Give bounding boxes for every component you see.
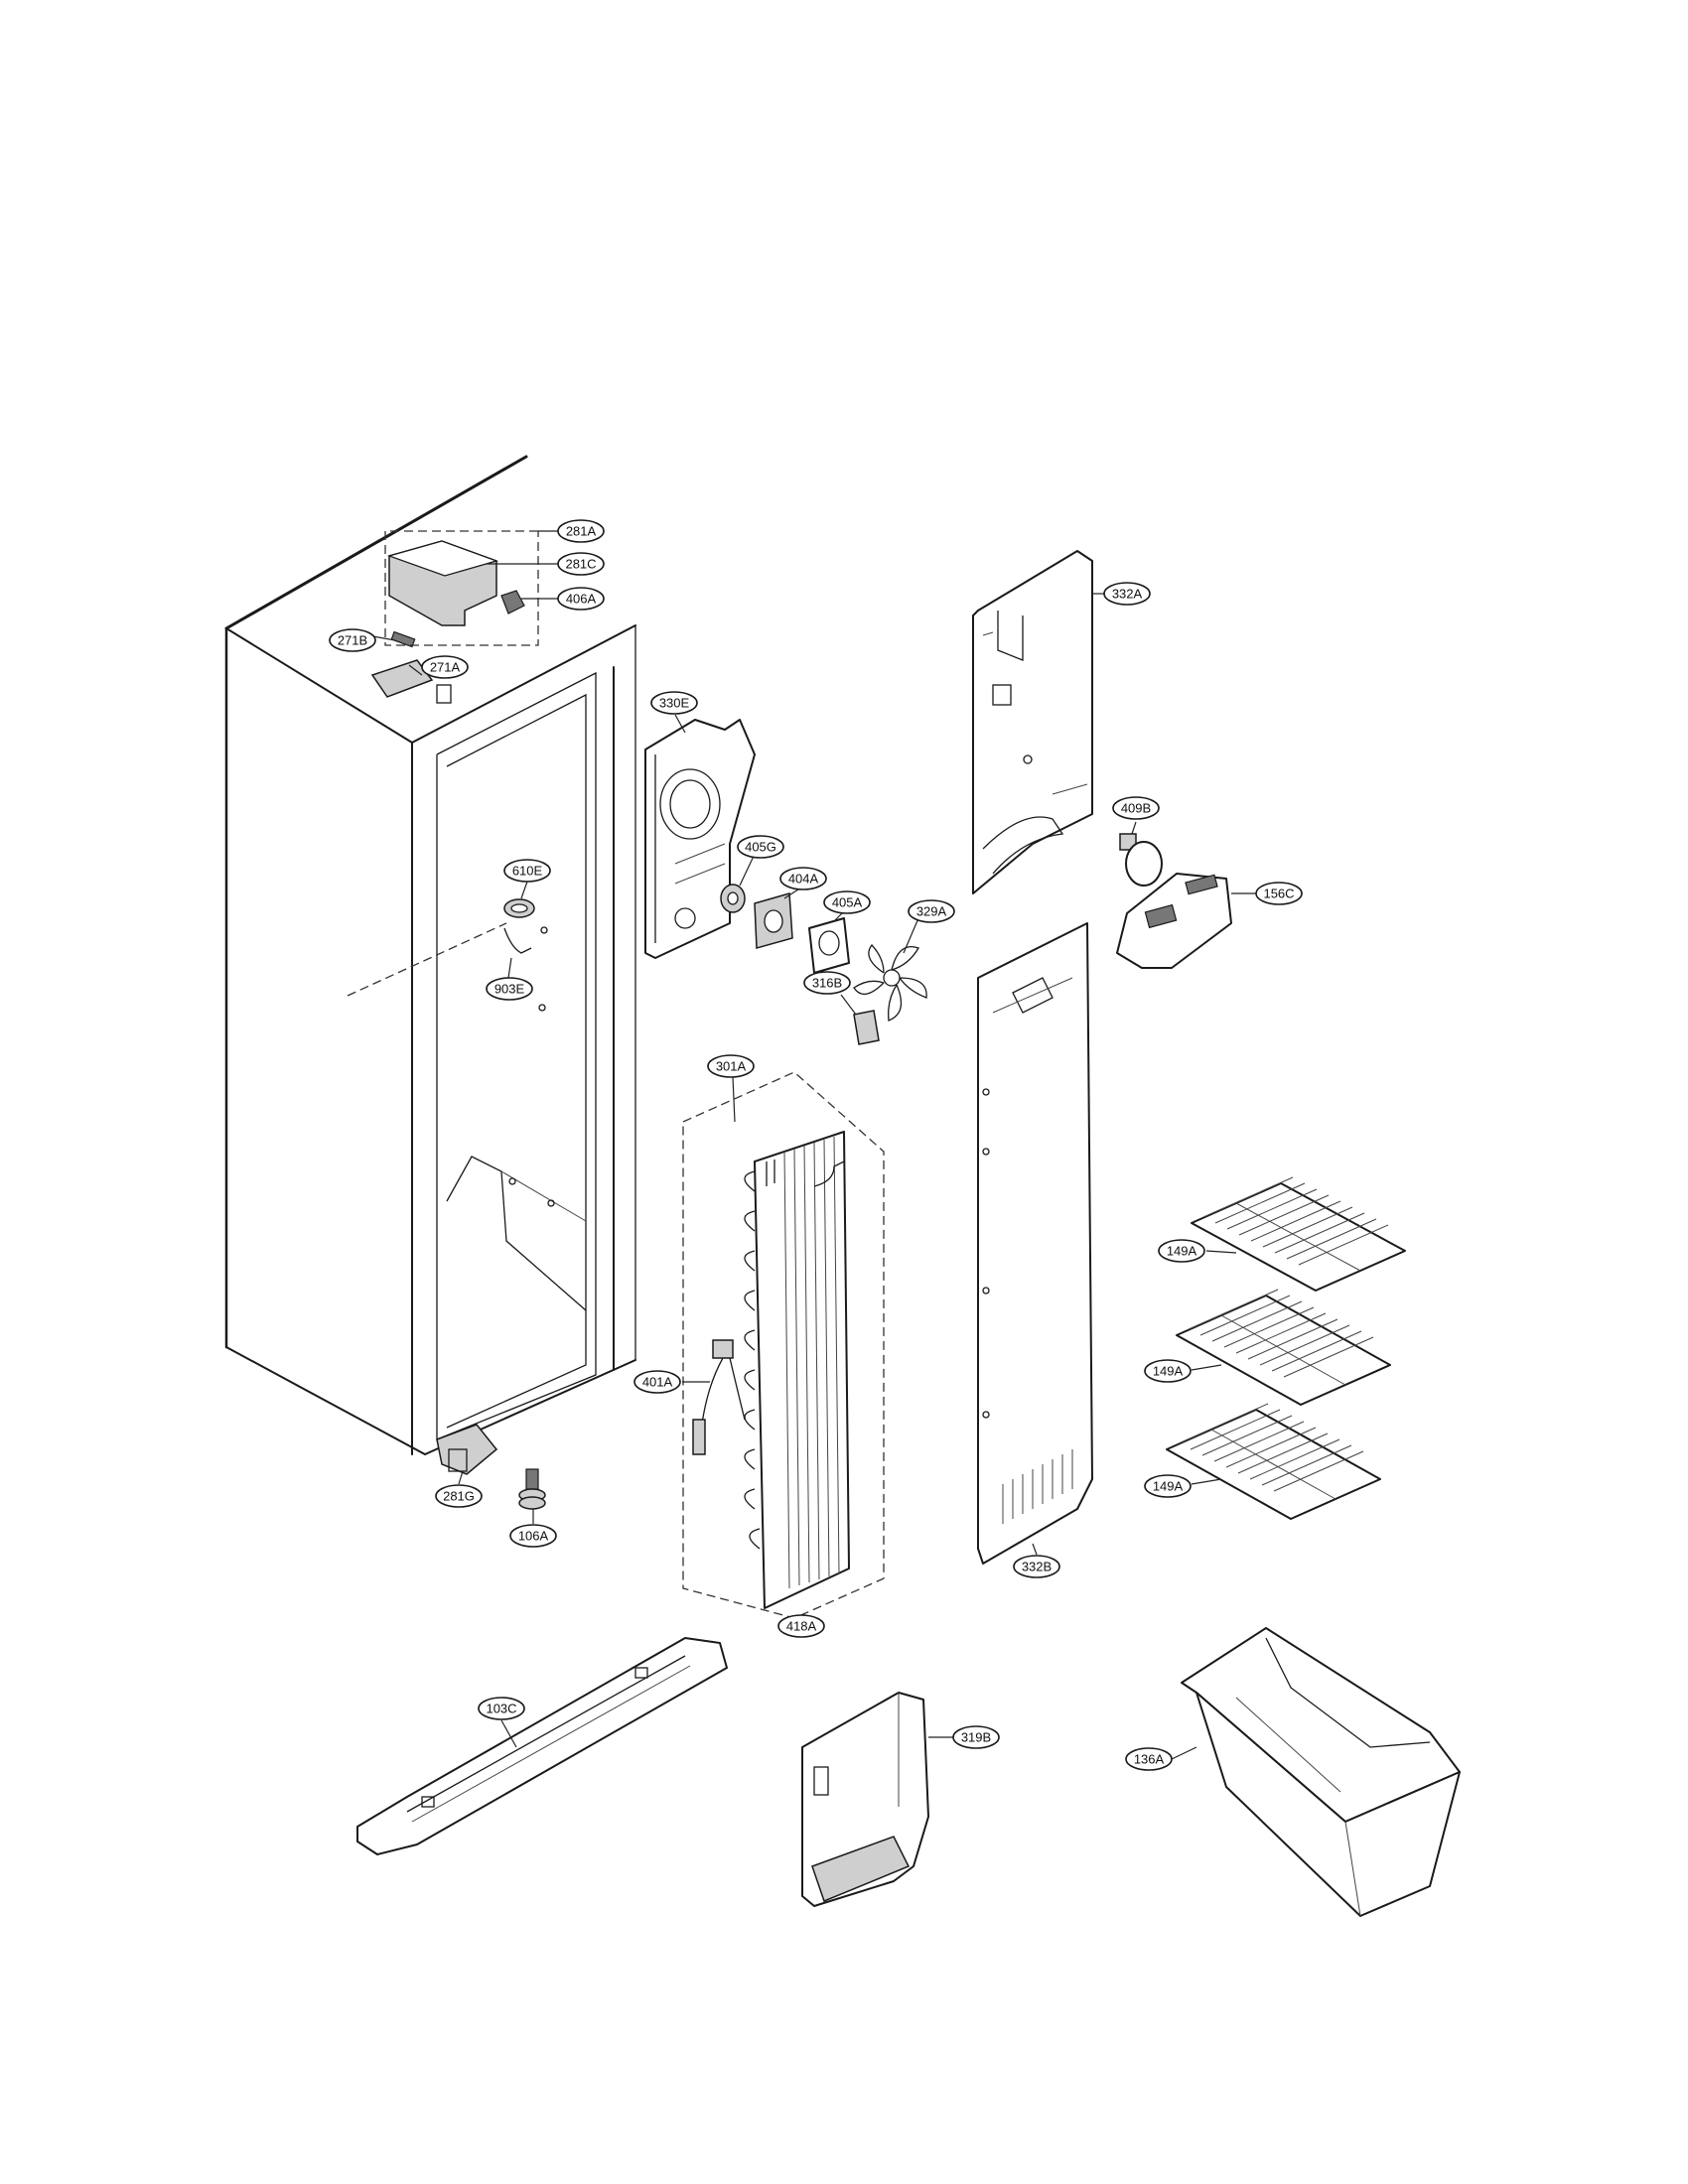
svg-text:103C: 103C [486, 1702, 516, 1716]
callout-319b: 319B [952, 1725, 1000, 1749]
callout-281g: 281G [435, 1484, 483, 1508]
refrigerator-cabinet [224, 455, 636, 1510]
callout-149a-top: 149A [1158, 1239, 1205, 1263]
svg-text:319B: 319B [961, 1730, 991, 1745]
svg-text:409B: 409B [1121, 801, 1151, 816]
svg-text:281C: 281C [565, 557, 596, 572]
callout-418a: 418A [777, 1614, 825, 1638]
part-149a-shelf-middle [1176, 1289, 1391, 1406]
svg-text:610E: 610E [512, 864, 543, 879]
callout-329a: 329A [908, 899, 955, 923]
callout-409b: 409B [1112, 796, 1160, 820]
svg-text:149A: 149A [1153, 1364, 1184, 1379]
svg-text:332A: 332A [1112, 587, 1143, 602]
part-405g-grommet [720, 884, 746, 913]
part-404a-fan-motor [754, 892, 793, 949]
callout-316b: 316B [803, 971, 851, 995]
svg-text:106A: 106A [518, 1529, 549, 1544]
part-332a-upper-cover [972, 550, 1093, 894]
svg-text:301A: 301A [716, 1059, 747, 1074]
svg-text:271A: 271A [430, 660, 461, 675]
callout-401a: 401A [633, 1370, 681, 1394]
svg-text:149A: 149A [1153, 1479, 1184, 1494]
part-316b-pad [853, 1010, 880, 1045]
callout-301a: 301A [707, 1054, 755, 1078]
callout-332b: 332B [1013, 1555, 1060, 1578]
part-610e-seal-ring [503, 898, 535, 918]
callout-610e: 610E [503, 859, 551, 883]
svg-text:405G: 405G [745, 840, 776, 855]
part-903e-wire-bracket [503, 927, 532, 954]
svg-text:281G: 281G [443, 1489, 475, 1504]
part-281a-control-assembly [384, 530, 539, 646]
callout-149a-middle: 149A [1144, 1359, 1192, 1383]
callout-330e: 330E [650, 691, 698, 715]
svg-text:156C: 156C [1263, 887, 1294, 901]
svg-text:406A: 406A [566, 592, 597, 607]
part-103c-base-grille [356, 1637, 728, 1855]
part-409b-light-bulb [1119, 833, 1163, 887]
callout-271b: 271B [329, 628, 376, 652]
part-332b-lower-cover [977, 922, 1093, 1565]
part-156c-lamp-cover [1116, 873, 1232, 969]
part-149a-shelf-bottom [1166, 1403, 1381, 1520]
part-301a-evaporator-assembly [682, 1071, 885, 1619]
part-330e-fan-housing [644, 719, 756, 959]
part-319b-duct-cover [801, 1692, 929, 1907]
svg-text:329A: 329A [916, 904, 947, 919]
svg-text:281A: 281A [566, 524, 597, 539]
callout-149a-bottom: 149A [1144, 1474, 1192, 1498]
callout-136a: 136A [1125, 1747, 1173, 1771]
svg-text:136A: 136A [1134, 1752, 1165, 1767]
part-149a-shelf-top [1191, 1176, 1406, 1292]
part-136a-storage-bin [1181, 1627, 1461, 1917]
svg-text:404A: 404A [788, 872, 819, 887]
svg-text:332B: 332B [1022, 1560, 1052, 1574]
callout-281a: 281A [557, 519, 605, 543]
svg-text:903E: 903E [494, 982, 525, 997]
svg-text:401A: 401A [642, 1375, 673, 1390]
callout-106a: 106A [509, 1524, 557, 1548]
svg-text:418A: 418A [786, 1619, 817, 1634]
callout-903e: 903E [486, 977, 533, 1001]
svg-text:405A: 405A [832, 895, 863, 910]
callout-406a: 406A [557, 587, 605, 611]
callout-404a: 404A [779, 867, 827, 890]
part-329a-fan-blade [853, 943, 927, 1022]
svg-text:271B: 271B [338, 633, 367, 648]
callout-405g: 405G [737, 835, 784, 859]
svg-text:330E: 330E [659, 696, 690, 711]
callout-281c: 281C [557, 552, 605, 576]
callout-271a: 271A [421, 655, 469, 679]
svg-text:316B: 316B [812, 976, 842, 991]
callout-405a: 405A [823, 890, 871, 914]
part-401a-defrost-sensor [692, 1339, 746, 1455]
callout-332a: 332A [1103, 582, 1151, 606]
part-405a-motor-bracket [808, 917, 850, 974]
callout-103c: 103C [478, 1697, 525, 1720]
svg-text:149A: 149A [1167, 1244, 1197, 1259]
callout-156c: 156C [1255, 882, 1303, 905]
